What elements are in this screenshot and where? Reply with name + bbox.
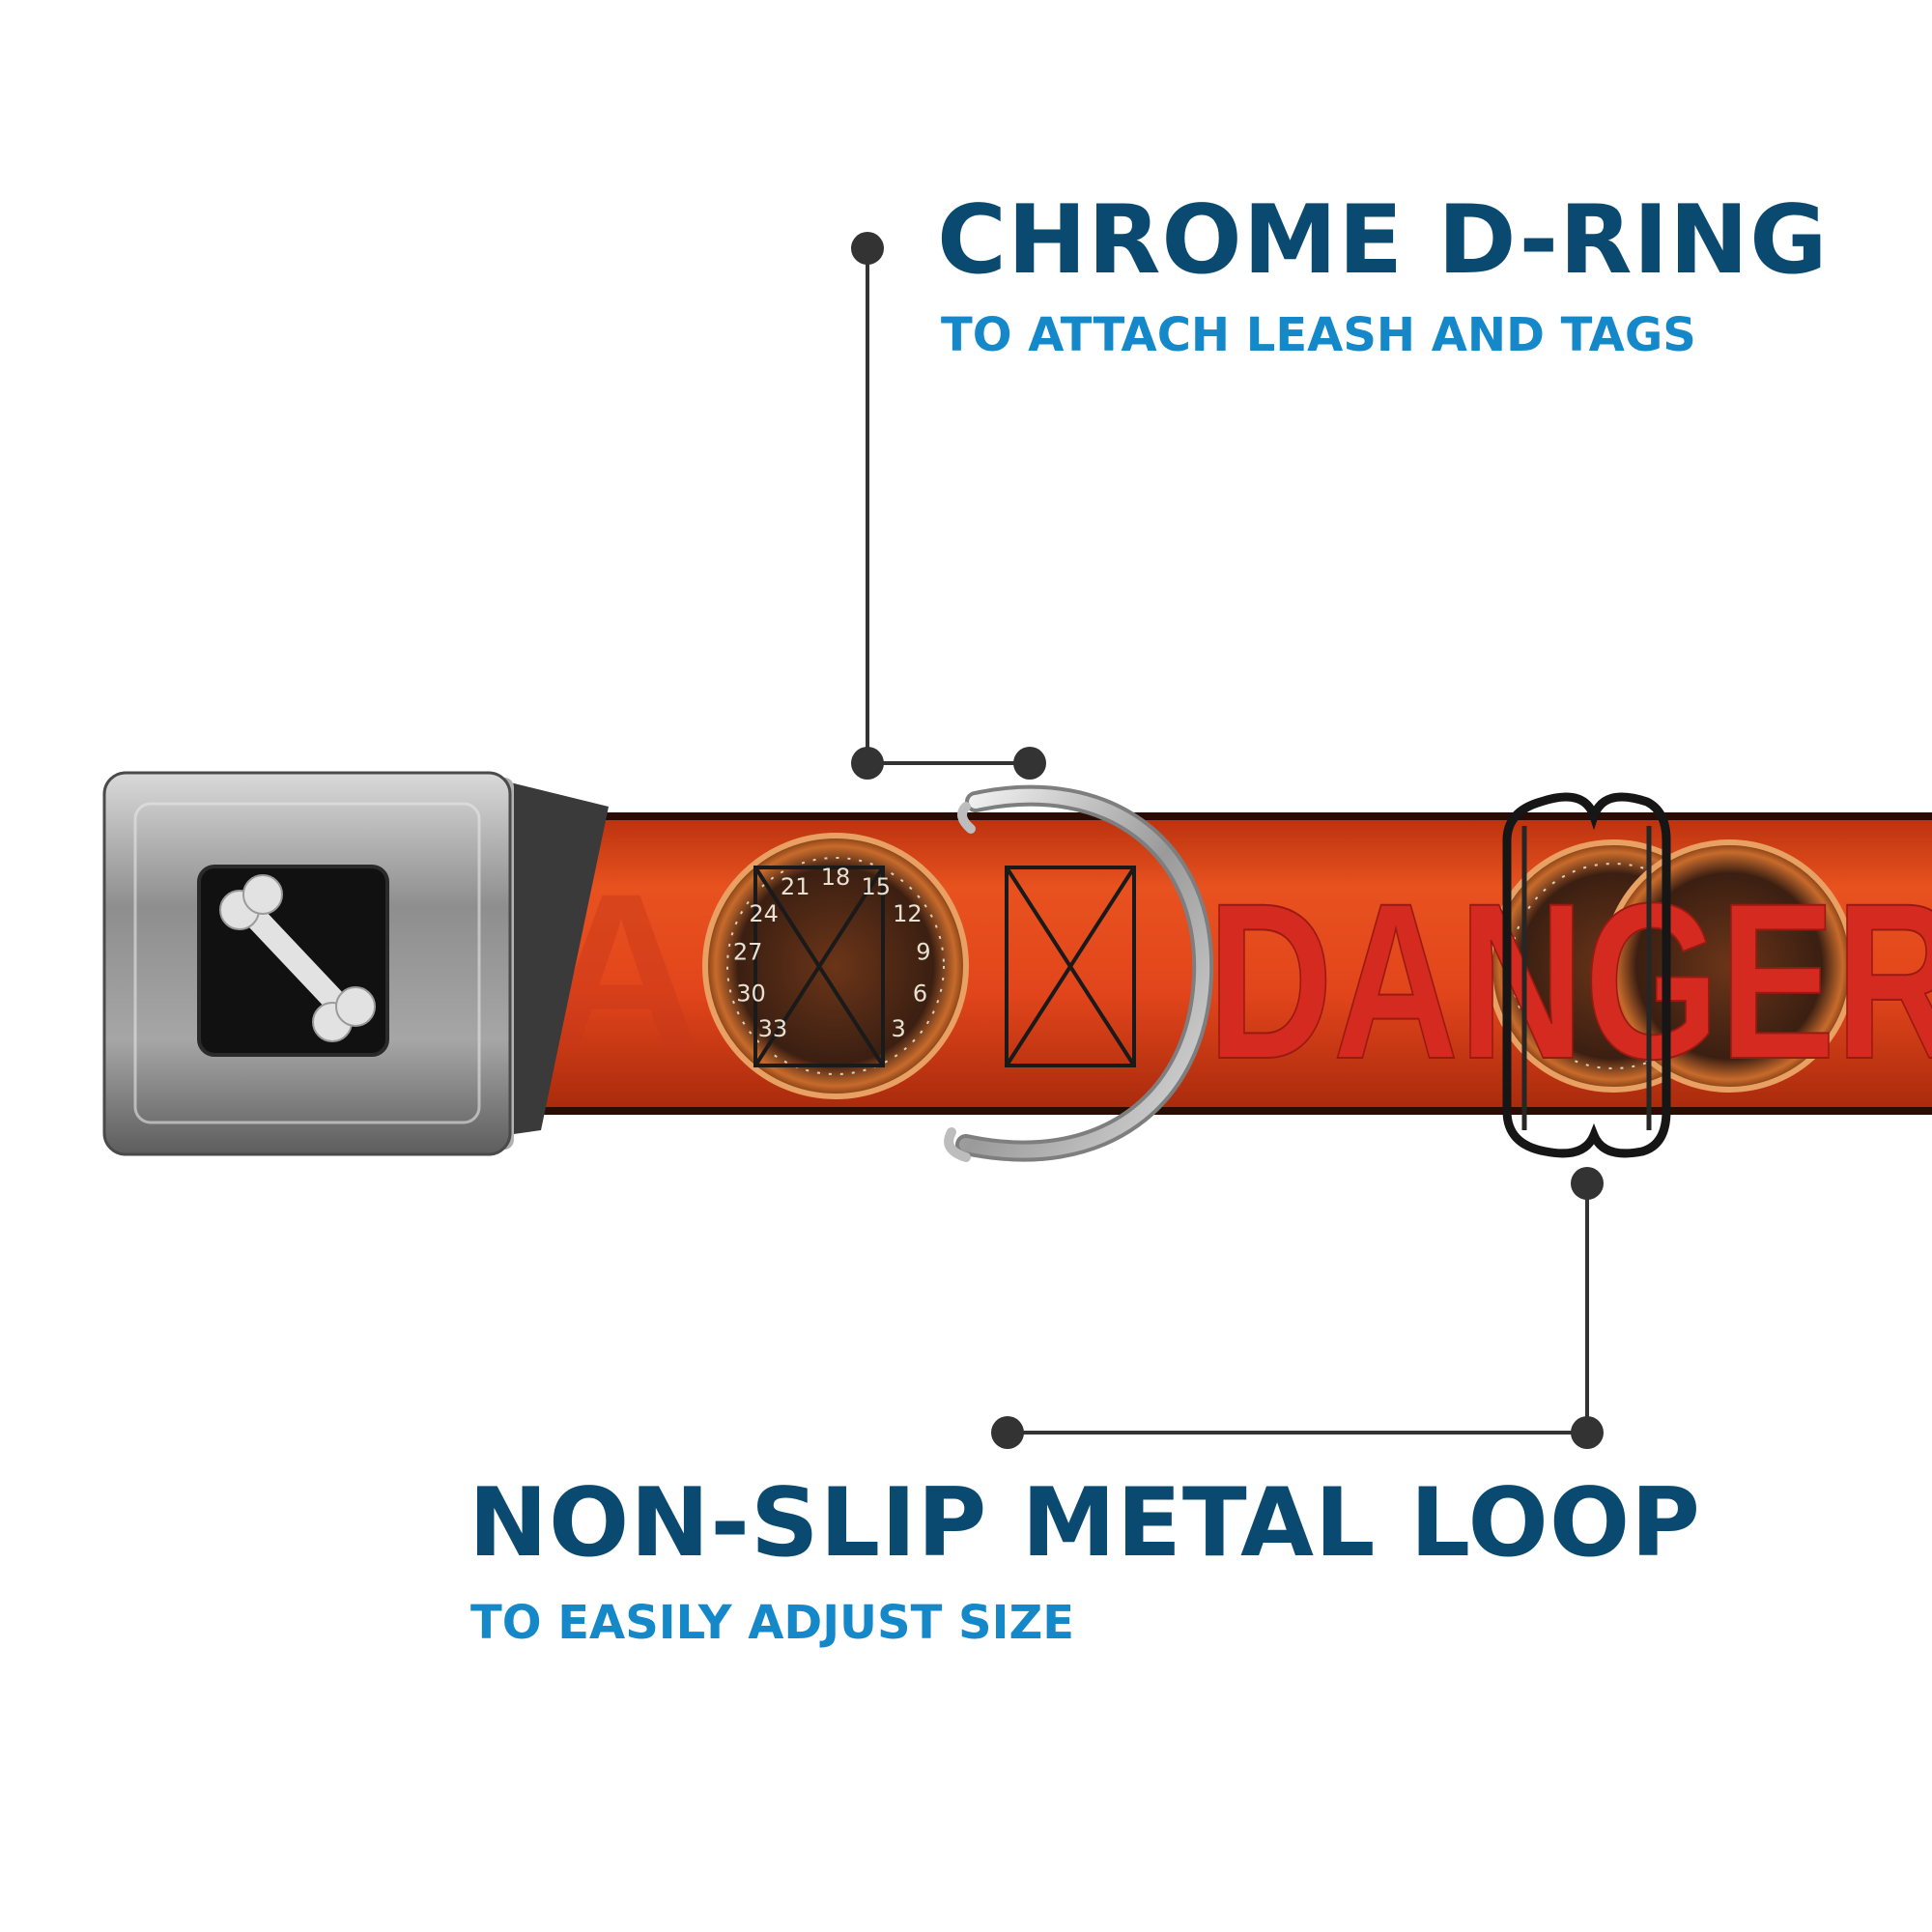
- loop-callout-title: NON-SLIP METAL LOOP: [469, 1468, 1701, 1578]
- metal-adjust-loop[interactable]: [1502, 792, 1671, 1158]
- loop-leader-line: [991, 1167, 1604, 1449]
- gauge-number: 9: [916, 939, 930, 966]
- loop-callout-subtitle: TO EASILY ADJUST SIZE: [470, 1596, 1075, 1650]
- collar-print-text: DANGER: [1208, 857, 1932, 1105]
- d-ring-callout-title: CHROME D-RING: [937, 185, 1829, 296]
- gauge-illustration-1: [702, 833, 969, 1099]
- chrome-d-ring[interactable]: [944, 784, 1214, 1162]
- gauge-number: 30: [736, 980, 766, 1007]
- gauge-number: 27: [733, 939, 763, 966]
- gauge-number: 15: [862, 873, 892, 900]
- leader-dot: [1571, 1167, 1604, 1200]
- leader-dot: [851, 232, 884, 265]
- collar-webbing: A DA: [522, 812, 1932, 1115]
- d-ring-callout-subtitle: TO ATTACH LEASH AND TAGS: [941, 308, 1696, 362]
- crossed-box-1: [753, 866, 885, 1067]
- bone-logo-icon: [219, 874, 376, 1042]
- gauge-number: 18: [821, 864, 851, 891]
- leader-dot: [1571, 1416, 1604, 1449]
- gauge-number: 33: [758, 1015, 788, 1042]
- crossed-box-2: [1005, 866, 1136, 1067]
- leader-dot: [1013, 747, 1046, 780]
- leader-dot: [991, 1416, 1024, 1449]
- gauge-number: 6: [913, 980, 927, 1007]
- d-ring-leader-line: [851, 232, 1046, 780]
- gauge-number: 12: [893, 900, 923, 927]
- gauge-number: 3: [891, 1015, 905, 1042]
- gauge-number: 24: [749, 900, 779, 927]
- seatbelt-buckle[interactable]: [102, 771, 514, 1156]
- leader-dot: [851, 747, 884, 780]
- gauge-number: 21: [781, 873, 810, 900]
